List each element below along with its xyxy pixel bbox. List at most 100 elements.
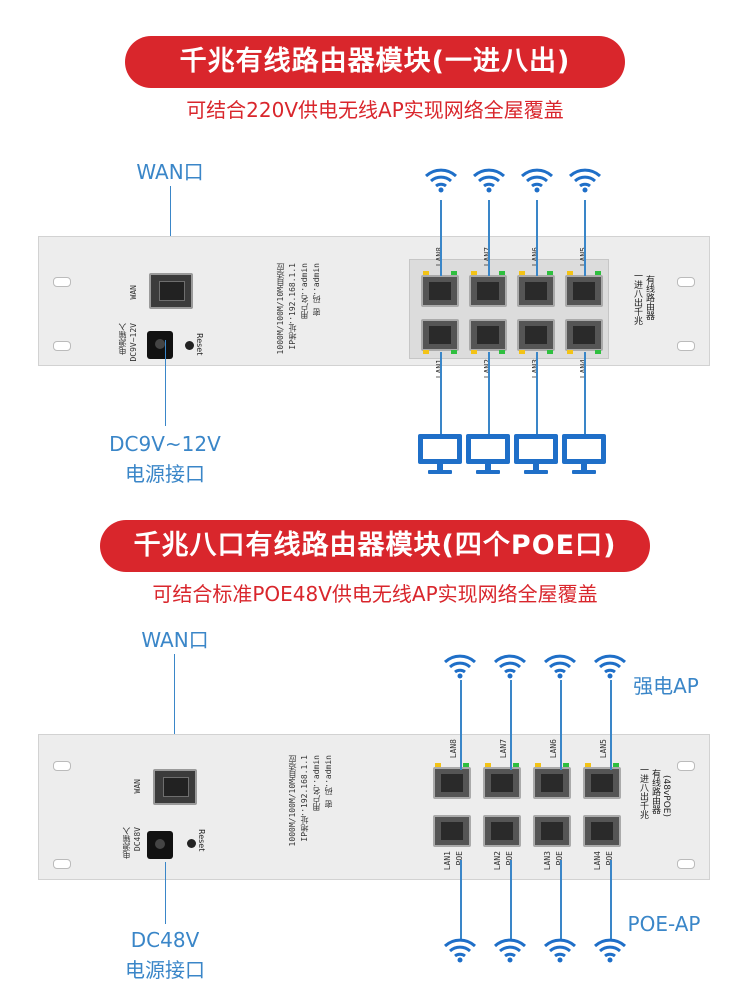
info-speed-text: 1000M/100M/10M自适应 xyxy=(276,263,285,355)
lan2-port[interactable] xyxy=(469,319,507,351)
info-user-text: 用户名：admin xyxy=(312,755,321,812)
wan-port[interactable] xyxy=(153,769,197,805)
wifi-icon xyxy=(493,654,527,679)
lan1-poe-port[interactable] xyxy=(433,815,471,847)
status-led xyxy=(499,271,505,275)
port-label-lan7: LAN7 xyxy=(499,739,508,759)
dc-power-jack[interactable] xyxy=(147,831,173,859)
status-led xyxy=(563,763,569,767)
lan1-port[interactable] xyxy=(421,319,459,351)
strong-ap-label: 强电AP xyxy=(633,674,699,698)
reset-button[interactable] xyxy=(187,839,196,848)
model-label-3: (48vPOE) xyxy=(661,775,671,817)
section2-title-banner: 千兆八口有线路由器模块(四个POE口) xyxy=(100,520,650,572)
wifi-icon xyxy=(443,654,477,679)
power-pointer-line xyxy=(165,340,166,426)
mount-hole xyxy=(53,341,71,351)
section2-wan-pointer-line xyxy=(174,654,175,770)
computer-monitor-icon xyxy=(562,434,606,474)
section1-power-label-2: 电源接口 xyxy=(125,462,205,486)
info-ip-text: IP地址：192.168.1.1 xyxy=(300,755,309,842)
connector-line xyxy=(560,680,562,770)
lan7-port[interactable] xyxy=(469,275,507,307)
section1-router-panel: WAN 电源输入 DC9V~12V Reset 1000M/100M/10M自适… xyxy=(38,236,710,378)
wan-port[interactable] xyxy=(149,273,193,309)
reset-text: Reset xyxy=(197,829,206,852)
status-led xyxy=(471,350,477,354)
status-led xyxy=(519,271,525,275)
status-led xyxy=(519,350,525,354)
wifi-icon xyxy=(593,654,627,679)
info-speed-text: 1000M/100M/10M自适应 xyxy=(288,755,297,847)
lan8-port[interactable] xyxy=(421,275,459,307)
connector-line xyxy=(488,200,490,276)
connector-line xyxy=(488,352,490,436)
dc-power-jack[interactable] xyxy=(147,331,173,359)
mount-hole xyxy=(677,859,695,869)
status-led xyxy=(567,350,573,354)
status-led xyxy=(513,763,519,767)
section1-wan-pointer-line xyxy=(170,186,171,276)
section1-wan-label: WAN口 xyxy=(136,160,204,184)
lan6-port[interactable] xyxy=(533,767,571,799)
lan7-port[interactable] xyxy=(483,767,521,799)
lan4-poe-port[interactable] xyxy=(583,815,621,847)
port-label-lan1: LAN1 xyxy=(443,851,452,871)
mount-hole xyxy=(677,277,695,287)
wifi-icon xyxy=(543,654,577,679)
model-label-2: 有线路由器 xyxy=(650,769,660,814)
status-led xyxy=(585,763,591,767)
connector-line xyxy=(510,680,512,770)
status-led xyxy=(471,271,477,275)
connector-line xyxy=(610,680,612,770)
lan4-port[interactable] xyxy=(565,319,603,351)
poe-ap-label: POE-AP xyxy=(627,912,701,936)
reset-text: Reset xyxy=(195,333,204,356)
status-led xyxy=(451,350,457,354)
port-label-lan2: LAN2 xyxy=(493,851,502,871)
status-led xyxy=(595,350,601,354)
connector-line xyxy=(460,860,462,940)
mount-hole xyxy=(677,761,695,771)
lan8-port[interactable] xyxy=(433,767,471,799)
section2-router-panel: WAN 电源输入 DC48V Reset 1000M/100M/10M自适应 I… xyxy=(38,734,710,880)
status-led xyxy=(595,271,601,275)
mount-hole xyxy=(677,341,695,351)
info-ip-text: IP地址：192.168.1.1 xyxy=(288,263,297,350)
power-in-text: 电源输入 xyxy=(122,827,131,859)
power-spec-text: DC9V~12V xyxy=(129,323,138,362)
mount-hole xyxy=(53,277,71,287)
port-label-lan4: LAN4 xyxy=(593,851,602,871)
connector-line xyxy=(610,860,612,940)
section1-power-label-1: DC9V~12V xyxy=(109,432,221,456)
lan3-port[interactable] xyxy=(517,319,555,351)
reset-button[interactable] xyxy=(185,341,194,350)
wifi-icon xyxy=(520,168,554,193)
lan5-port[interactable] xyxy=(565,275,603,307)
port-label-lan8: LAN8 xyxy=(449,739,458,759)
connector-line xyxy=(440,200,442,276)
lan5-port[interactable] xyxy=(583,767,621,799)
power-spec-text: DC48V xyxy=(133,827,142,852)
lan6-port[interactable] xyxy=(517,275,555,307)
status-led xyxy=(567,271,573,275)
connector-line xyxy=(584,352,586,436)
status-led xyxy=(435,763,441,767)
status-led xyxy=(423,350,429,354)
status-led xyxy=(499,350,505,354)
status-led xyxy=(485,763,491,767)
wifi-icon xyxy=(424,168,458,193)
lan3-poe-port[interactable] xyxy=(533,815,571,847)
connector-line xyxy=(460,680,462,770)
lan2-poe-port[interactable] xyxy=(483,815,521,847)
section1-title-banner: 千兆有线路由器模块(一进八出) xyxy=(125,36,625,88)
power-in-text: 电源输入 xyxy=(118,323,127,355)
port-label-lan3: LAN3 xyxy=(543,851,552,871)
port-label-lan5: LAN5 xyxy=(599,739,608,759)
wifi-icon xyxy=(543,938,577,963)
connector-line xyxy=(440,352,442,436)
model-label-2: 有线路由器 xyxy=(644,275,654,320)
section1-subtitle: 可结合220V供电无线AP实现网络全屋覆盖 xyxy=(186,98,564,122)
wan-text: WAN xyxy=(129,285,138,300)
status-led xyxy=(547,271,553,275)
